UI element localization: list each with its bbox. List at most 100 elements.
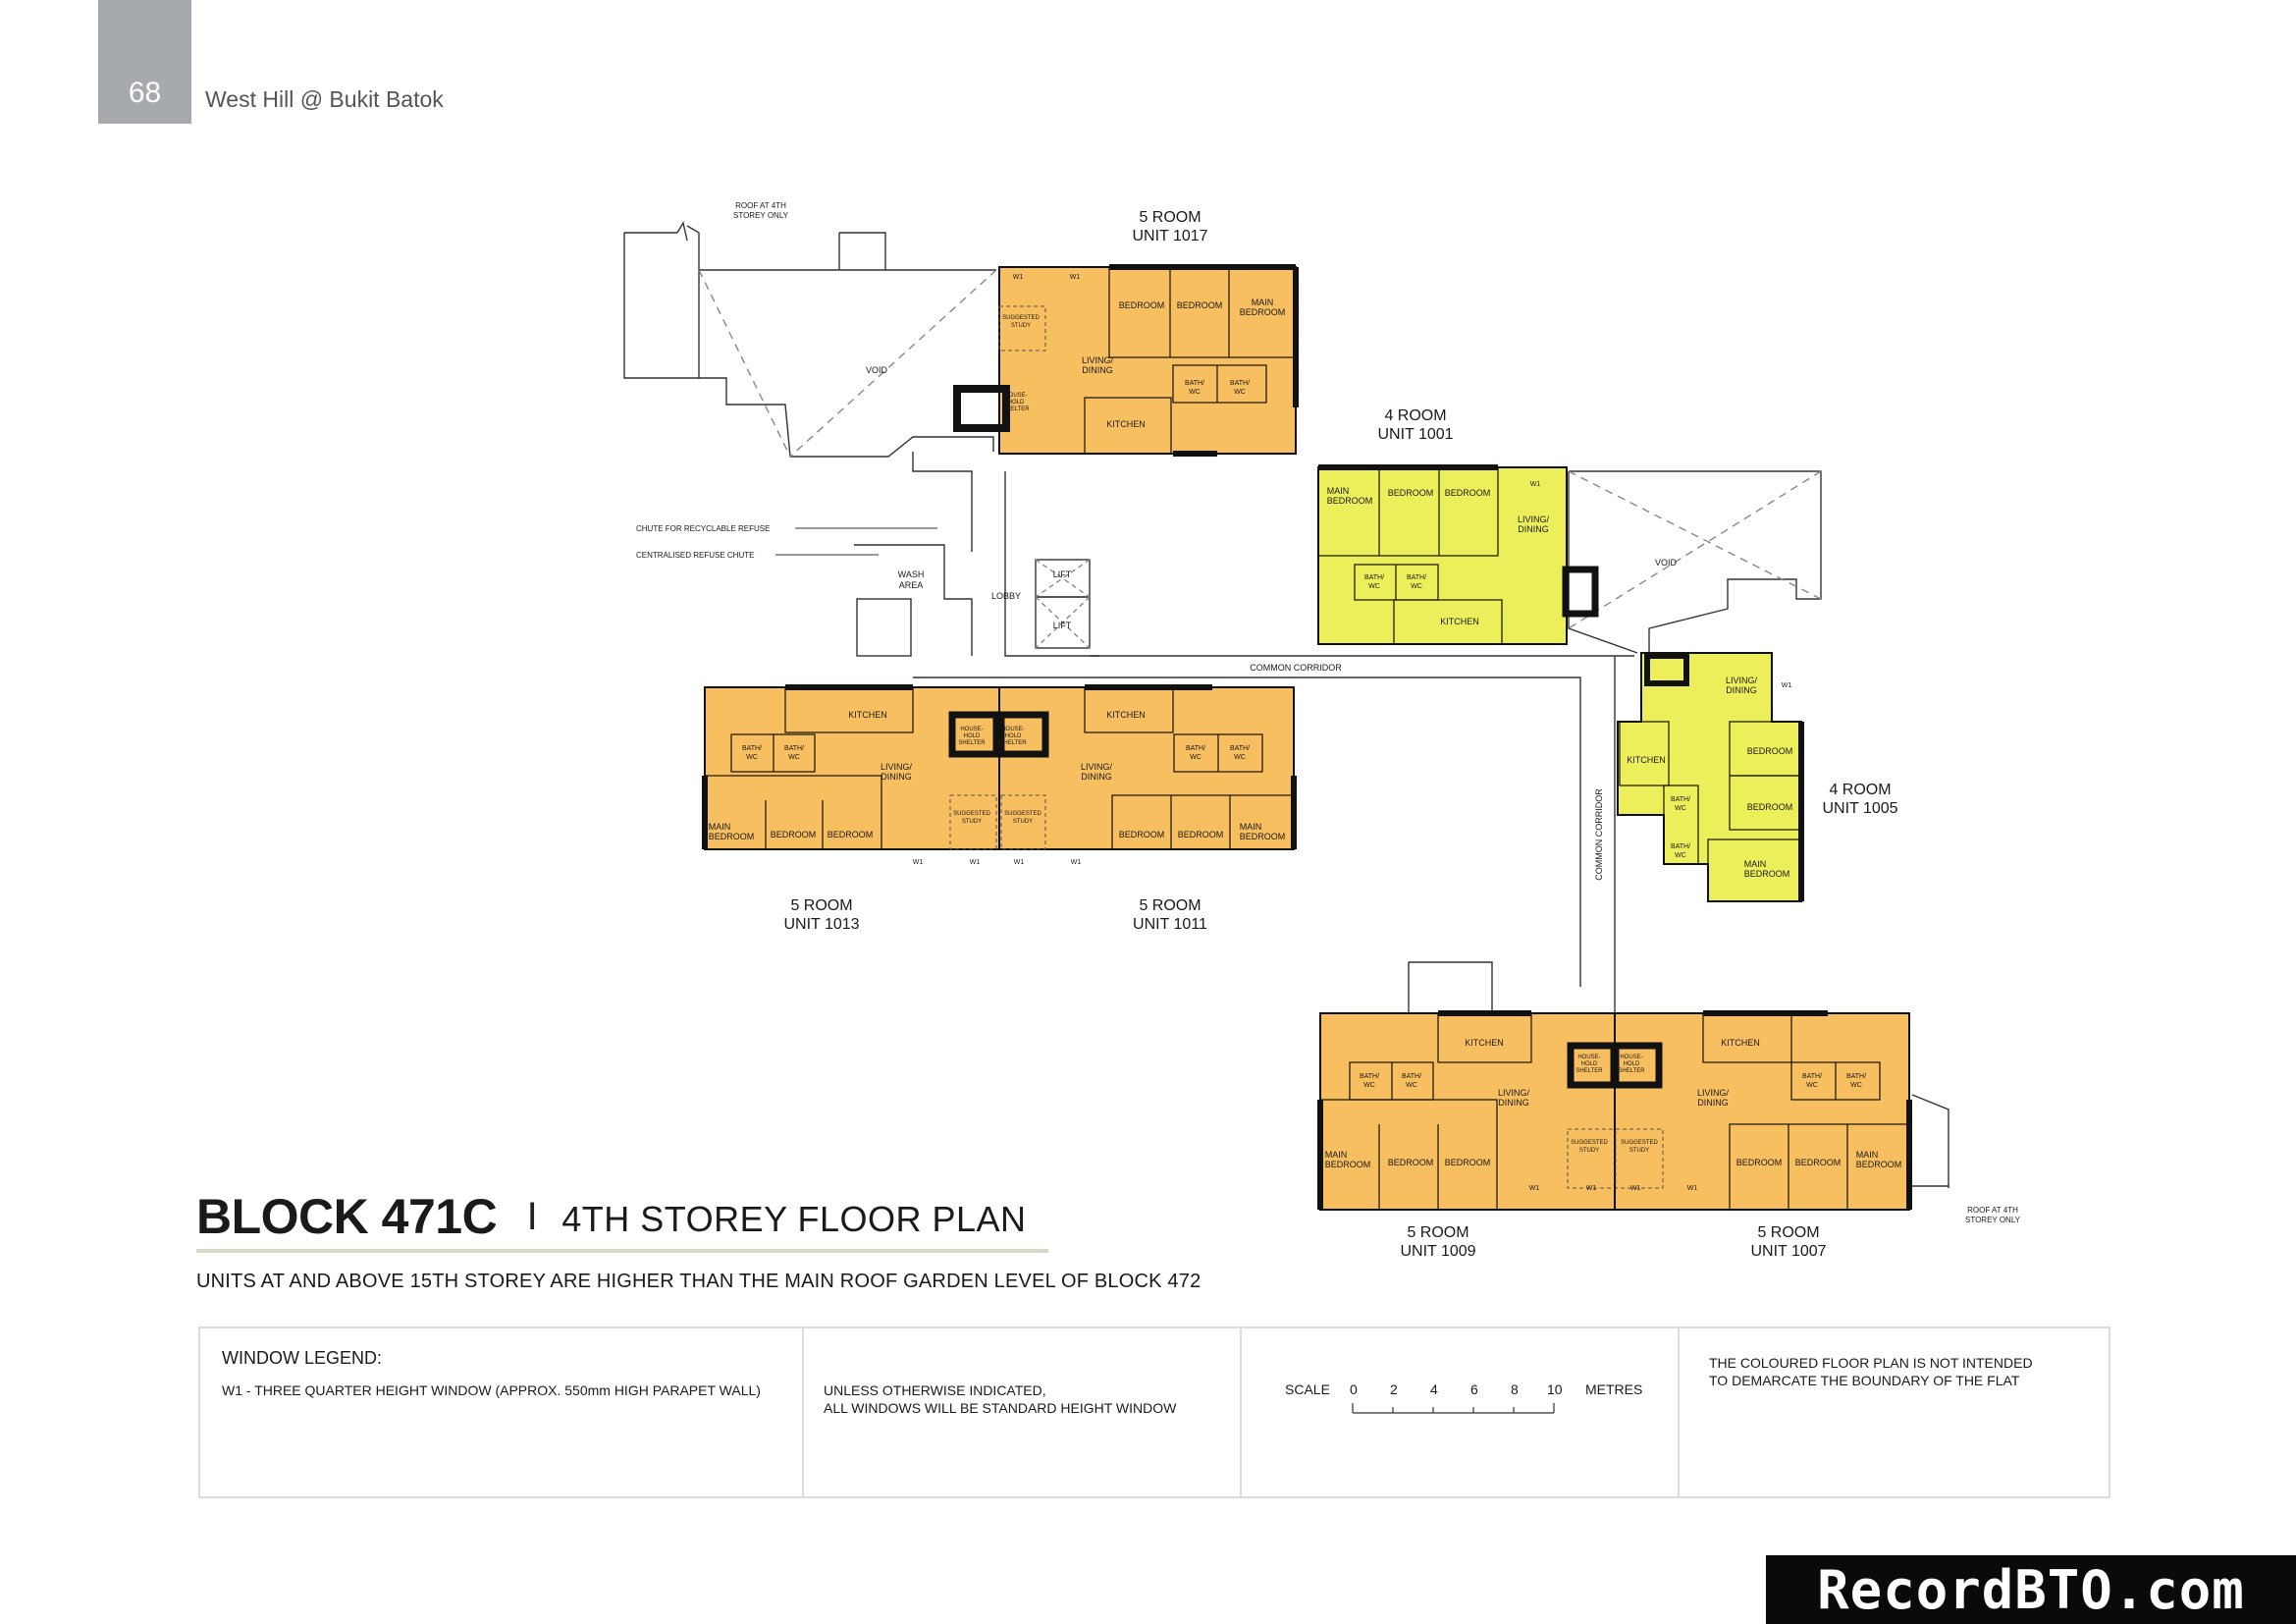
title-separator: I xyxy=(526,1195,538,1238)
room-label: BEDROOM xyxy=(1747,802,1793,812)
scale-tick-label: 10 xyxy=(1547,1381,1563,1397)
room-label: MAIN xyxy=(1744,859,1767,869)
room-label: SUGGESTED xyxy=(1002,315,1040,321)
room-label: WC xyxy=(1234,389,1246,396)
room-label: DINING xyxy=(1081,772,1112,782)
room-label: HOLD xyxy=(1008,400,1025,406)
unit-1005 xyxy=(1617,652,1804,902)
scale-tick-label: 0 xyxy=(1350,1381,1358,1397)
scale-label: SCALE xyxy=(1285,1381,1330,1397)
room-label: BATH/ xyxy=(1360,1073,1379,1080)
room-label: SUGGESTED xyxy=(1571,1140,1608,1146)
room-label: BATH/ xyxy=(1407,574,1426,581)
room-label: WC xyxy=(788,754,800,761)
room-label: BEDROOM xyxy=(1119,300,1165,310)
scale-tick-label: 2 xyxy=(1390,1381,1398,1397)
window-label: W1 xyxy=(913,859,924,866)
lobby-label: LOBBY xyxy=(991,591,1021,601)
room-label: BEDROOM xyxy=(1240,307,1286,317)
unit-1013-type: 5 ROOM xyxy=(790,897,852,914)
room-label: MAIN xyxy=(709,822,731,832)
common-corridor-vertical-label: COMMON CORRIDOR xyxy=(1594,788,1604,881)
room-label: WC xyxy=(1806,1082,1818,1089)
room-label: BEDROOM xyxy=(709,832,755,841)
room-label: HOUSE- xyxy=(960,727,983,732)
room-label: BATH/ xyxy=(1402,1073,1421,1080)
roof-note-bottom-1: ROOF AT 4TH xyxy=(1967,1206,2018,1215)
room-label: SUGGESTED xyxy=(1004,811,1041,817)
room-label: STUDY xyxy=(1011,323,1031,329)
title-underline xyxy=(196,1249,1048,1253)
scale-bar xyxy=(1352,1403,1555,1414)
room-label: WC xyxy=(1411,583,1422,590)
room-label: WC xyxy=(1190,754,1201,761)
room-label: LIVING/ xyxy=(1518,514,1550,524)
window-label: W1 xyxy=(1782,682,1792,689)
scale-unit: METRES xyxy=(1585,1381,1643,1397)
room-label: BEDROOM xyxy=(1327,496,1373,506)
room-label: BATH/ xyxy=(784,745,804,752)
project-name: West Hill @ Bukit Batok xyxy=(205,86,444,112)
room-label: HOUSE- xyxy=(1001,727,1024,732)
disclaimer-line-1: THE COLOURED FLOOR PLAN IS NOT INTENDED xyxy=(1709,1355,2033,1371)
room-label: BEDROOM xyxy=(1388,488,1434,498)
room-label: KITCHEN xyxy=(1627,755,1666,765)
unit-1017-number: UNIT 1017 xyxy=(1132,228,1207,244)
room-label: DINING xyxy=(881,772,912,782)
room-label: KITCHEN xyxy=(1721,1038,1760,1048)
room-label: DINING xyxy=(1726,685,1757,695)
room-label: HOUSE- xyxy=(1004,393,1027,399)
legend-box: WINDOW LEGEND: W1 - THREE QUARTER HEIGHT… xyxy=(198,1326,2110,1498)
room-label: MAIN xyxy=(1240,822,1262,832)
room-label: DINING xyxy=(1518,524,1549,534)
standard-window-cell: UNLESS OTHERWISE INDICATED, ALL WINDOWS … xyxy=(804,1328,1242,1496)
room-label: MAIN xyxy=(1252,298,1274,307)
room-label: BEDROOM xyxy=(828,830,874,839)
void-label-left: VOID xyxy=(866,365,888,375)
window-label: W1 xyxy=(1529,1185,1540,1192)
room-label: BEDROOM xyxy=(1744,869,1790,879)
room-label: LIVING/ xyxy=(1082,355,1114,365)
standard-window-line-1: UNLESS OTHERWISE INDICATED, xyxy=(824,1382,1046,1398)
room-label: WC xyxy=(1850,1082,1862,1089)
room-label: KITCHEN xyxy=(1440,617,1479,626)
standard-window-line-2: ALL WINDOWS WILL BE STANDARD HEIGHT WIND… xyxy=(824,1400,1177,1416)
unit-1001-number: UNIT 1001 xyxy=(1377,426,1453,443)
room-label: HOLD xyxy=(1005,733,1022,739)
room-label: LIVING/ xyxy=(1726,676,1758,685)
roof-note-bottom-2: STOREY ONLY xyxy=(1965,1216,2021,1224)
room-label: BEDROOM xyxy=(1178,830,1224,839)
room-label: BEDROOM xyxy=(1177,300,1223,310)
room-label: WC xyxy=(1189,389,1201,396)
room-label: DINING xyxy=(1697,1098,1729,1108)
window-label: W1 xyxy=(970,859,981,866)
room-label: MAIN xyxy=(1856,1150,1879,1160)
roof-note-top-1: ROOF AT 4TH xyxy=(735,201,786,210)
room-label: KITCHEN xyxy=(1465,1038,1504,1048)
storey-note: UNITS AT AND ABOVE 15TH STOREY ARE HIGHE… xyxy=(196,1271,1201,1292)
page-number: 68 xyxy=(128,77,162,109)
room-label: MAIN xyxy=(1327,486,1350,496)
room-label: LIVING/ xyxy=(1081,762,1113,772)
lift-label: LIFT xyxy=(1053,569,1072,579)
void-label-right: VOID xyxy=(1655,558,1678,568)
window-label: W1 xyxy=(1586,1185,1597,1192)
room-label: BATH/ xyxy=(1185,380,1204,387)
unit-1011-type: 5 ROOM xyxy=(1139,897,1201,914)
unit-1007-type: 5 ROOM xyxy=(1757,1224,1819,1241)
room-label: SHELTER xyxy=(1618,1068,1645,1074)
room-label: WC xyxy=(1368,583,1380,590)
room-label: BATH/ xyxy=(1230,745,1250,752)
unit-1005-number: UNIT 1005 xyxy=(1822,800,1897,817)
window-legend-cell: WINDOW LEGEND: W1 - THREE QUARTER HEIGHT… xyxy=(200,1328,804,1496)
room-label: BATH/ xyxy=(742,745,762,752)
unit-1001-type: 4 ROOM xyxy=(1384,407,1446,424)
room-label: BATH/ xyxy=(1364,574,1384,581)
window-legend-title: WINDOW LEGEND: xyxy=(222,1348,383,1368)
room-label: STUDY xyxy=(962,819,982,825)
room-label: BATH/ xyxy=(1230,380,1250,387)
room-label: SHELTER xyxy=(1575,1068,1603,1074)
room-label: WC xyxy=(1406,1082,1417,1089)
unit-1017 xyxy=(953,264,1299,457)
room-label: BEDROOM xyxy=(1445,1158,1491,1167)
